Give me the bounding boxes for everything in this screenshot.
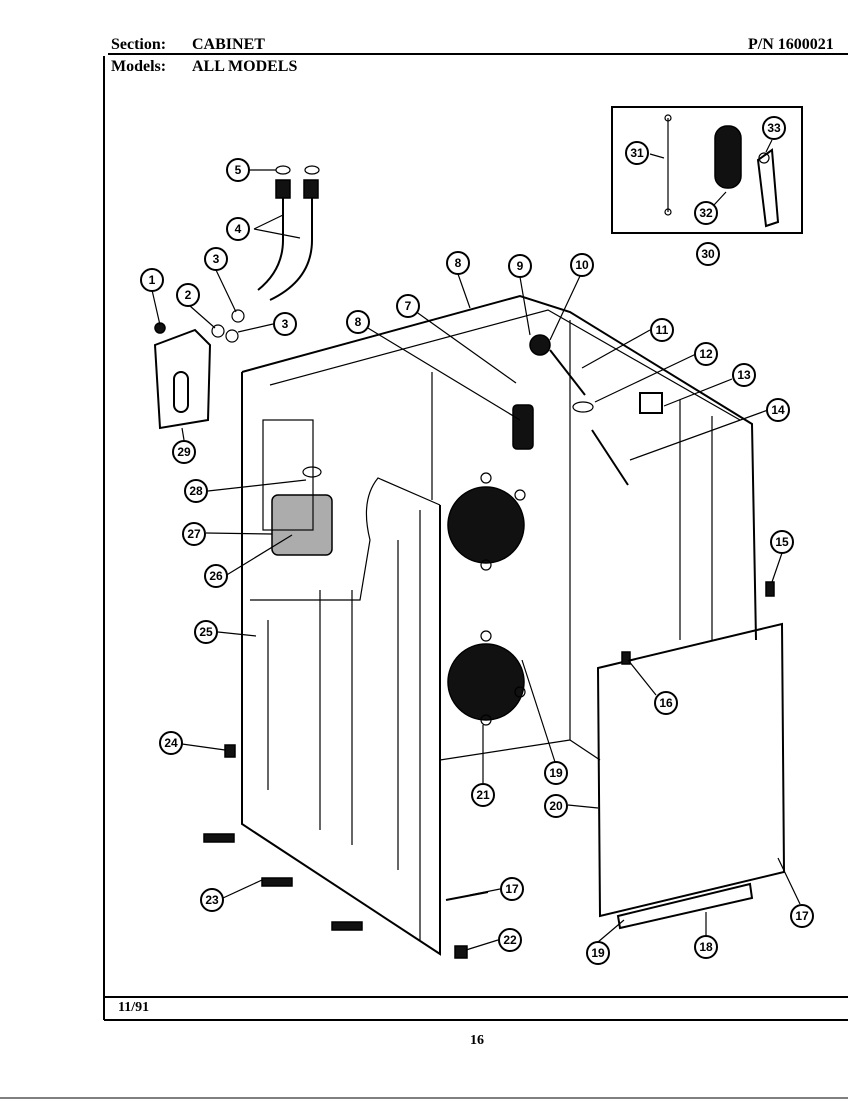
callout-11: 11 [650,318,674,342]
callout-label: 22 [503,933,517,947]
callout-7: 7 [396,294,420,318]
callout-label: 4 [235,222,242,236]
callout-23: 23 [200,888,224,912]
callout-label: 19 [549,766,563,780]
callout-label: 11 [656,323,669,337]
callout-28: 28 [184,479,208,503]
callout-2: 2 [176,283,200,307]
callout-21: 21 [471,783,495,807]
part-number: P/N 1600021 [748,36,834,53]
callout-label: 25 [199,625,213,639]
front-panel [596,622,786,930]
callout-27: 27 [182,522,206,546]
callout-18: 18 [694,935,718,959]
callout-label: 29 [177,445,191,459]
callout-label: 5 [235,163,242,177]
callout-32: 32 [694,201,718,225]
inlet-hoses [154,165,320,343]
section-label: Section: [111,36,167,53]
callout-24: 24 [159,731,183,755]
page-number: 16 [470,1033,484,1048]
mounting-bracket [153,328,212,430]
callout-label: 7 [405,299,412,313]
callout-label: 12 [699,347,713,361]
callout-8: 8 [446,251,470,275]
callout-9: 9 [508,254,532,278]
callout-26: 26 [204,564,228,588]
water-valve [262,419,333,556]
inset-box [611,106,803,234]
callout-label: 27 [187,527,201,541]
callout-22: 22 [498,928,522,952]
callout-label: 23 [205,893,219,907]
callout-14: 14 [766,398,790,422]
callout-label: 16 [659,696,673,710]
callout-16: 16 [654,691,678,715]
callout-label: 8 [355,315,362,329]
callout-label: 17 [505,882,519,896]
callout-label: 20 [549,799,563,813]
callout-29: 29 [172,440,196,464]
callout-label: 13 [737,368,751,382]
callout-13: 13 [732,363,756,387]
callout-3b: 3 [273,312,297,336]
callout-label: 21 [476,788,490,802]
callout-30: 30 [696,242,720,266]
pump-upper [447,472,526,571]
callout-5: 5 [226,158,250,182]
callout-label: 14 [771,403,785,417]
callout-10: 10 [570,253,594,277]
callout-label: 24 [164,736,178,750]
callout-label: 33 [767,121,781,135]
callout-25: 25 [194,620,218,644]
callout-label: 15 [775,535,789,549]
callout-15: 15 [770,530,794,554]
callout-19: 19 [544,761,568,785]
callout-12: 12 [694,342,718,366]
models-value: ALL MODELS [192,58,298,75]
callout-17: 17 [500,877,524,901]
callout-20: 20 [544,794,568,818]
screws [203,744,489,959]
callout-label: 19 [591,946,605,960]
callout-33: 33 [762,116,786,140]
callout-label: 28 [189,484,203,498]
callout-label: 2 [185,288,192,302]
callout-label: 17 [795,909,809,923]
callout-label: 10 [575,258,589,272]
callout-label: 9 [517,259,524,273]
callout-3: 3 [204,247,228,271]
cabinet [241,294,757,956]
callout-19b: 19 [586,941,610,965]
callout-label: 30 [701,247,715,261]
callout-label: 26 [209,569,223,583]
callout-1: 1 [140,268,164,292]
callout-4: 4 [226,217,250,241]
callout-label: 3 [282,317,289,331]
callout-label: 8 [455,256,462,270]
callout-8b: 8 [346,310,370,334]
revision-date: 11/91 [118,1000,150,1015]
callout-17b: 17 [790,904,814,928]
callout-label: 1 [149,273,156,287]
callout-label: 3 [213,252,220,266]
pump-lower [447,630,526,726]
models-label: Models: [111,58,167,75]
callout-31: 31 [625,141,649,165]
leader-lines [151,139,801,951]
tub-fittings [512,334,775,597]
callout-label: 32 [699,206,713,220]
callout-label: 18 [699,940,713,954]
callout-label: 31 [630,146,644,160]
section-value: CABINET [192,36,265,53]
